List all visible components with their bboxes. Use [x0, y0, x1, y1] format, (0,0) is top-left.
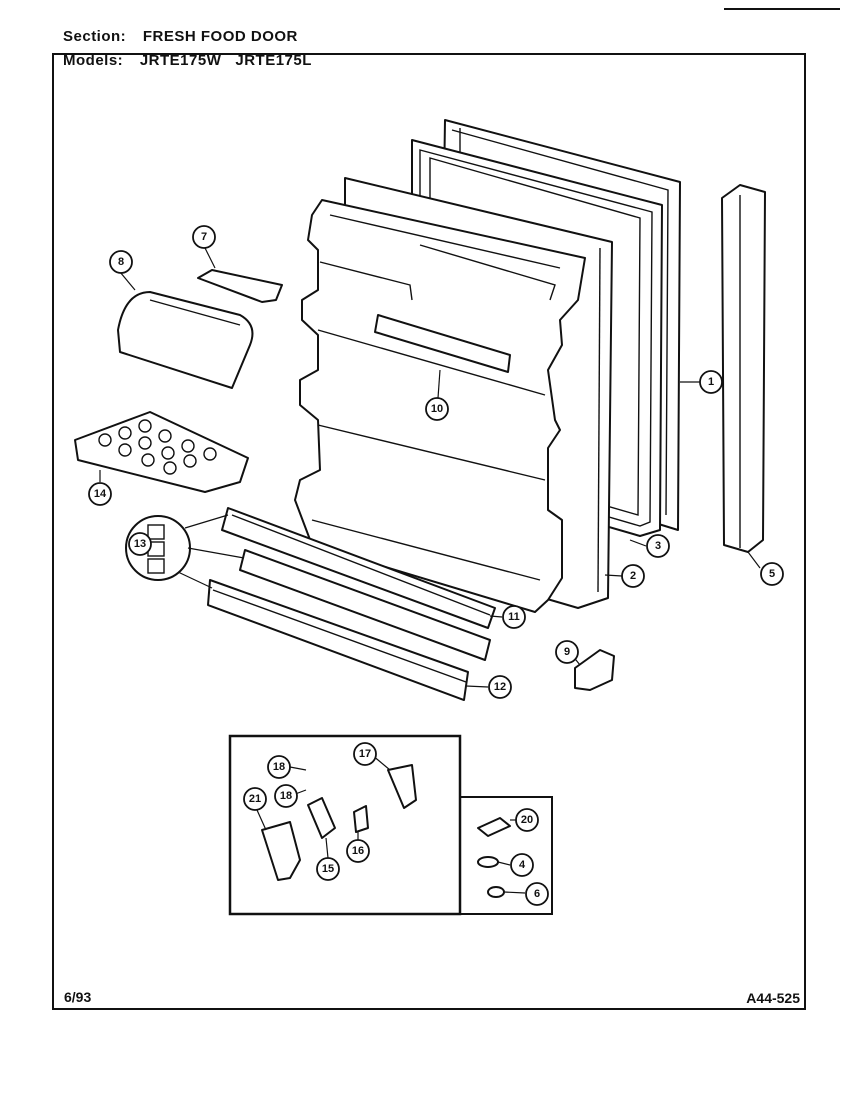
hinge-pin-16 [353, 805, 369, 833]
callout-18-top: 18 [267, 755, 291, 779]
callout-4: 4 [510, 853, 534, 877]
section-label: Section: [63, 28, 127, 45]
callout-16-label: 16 [352, 845, 364, 857]
callout-5: 5 [760, 562, 784, 586]
section-heading: Section: FRESH FOOD DOOR [63, 28, 298, 45]
callout-11-label: 11 [508, 611, 520, 623]
callout-13-label: 13 [134, 538, 146, 550]
callout-10: 10 [425, 397, 449, 421]
callout-21: 21 [243, 787, 267, 811]
callout-9-label: 9 [564, 646, 570, 658]
callout-18b-label: 18 [280, 790, 292, 802]
callout-20-label: 20 [521, 814, 533, 826]
hinge-part-21 [261, 821, 301, 881]
callout-12: 12 [488, 675, 512, 699]
diagram-frame [52, 53, 806, 1010]
dairy-door [117, 291, 254, 389]
hardware-inset-box [228, 734, 462, 916]
leader-lines [99, 247, 761, 894]
revision-date: 6/93 [64, 989, 92, 1005]
cap-4 [477, 856, 499, 868]
models-label: Models: [63, 52, 124, 69]
callout-21-label: 21 [249, 793, 261, 805]
callout-9: 9 [555, 640, 579, 664]
callout-14-label: 14 [94, 488, 107, 500]
callout-6: 6 [525, 882, 549, 906]
callout-5-label: 5 [769, 568, 775, 580]
shelf-bar-12 [207, 579, 469, 701]
callout-14: 14 [88, 482, 112, 506]
shelf-bar-middle [239, 549, 491, 661]
callout-1: 1 [699, 370, 723, 394]
hardware-inset-box-2 [456, 796, 553, 915]
callout-2-label: 2 [630, 570, 636, 582]
callout-18-bottom: 18 [274, 784, 298, 808]
callout-11: 11 [502, 605, 526, 629]
door-shelf-retainer-10 [374, 314, 511, 373]
diagram-code: A44-525 [746, 990, 800, 1006]
hinge-plate-17 [387, 764, 417, 809]
callout-4-label: 4 [519, 859, 526, 871]
models-value: JRTE175W JRTE175L [139, 52, 312, 69]
callout-15: 15 [316, 857, 340, 881]
callout-3: 3 [646, 534, 670, 558]
hinge-part-15 [307, 797, 336, 839]
callout-1-label: 1 [708, 376, 714, 388]
callout-6-label: 6 [534, 888, 540, 900]
callout-8-label: 8 [118, 256, 124, 268]
section-value: FRESH FOOD DOOR [142, 28, 298, 45]
callout-7: 7 [192, 225, 216, 249]
callout-17-label: 17 [359, 748, 371, 760]
callout-12-label: 12 [494, 681, 506, 693]
top-rule [724, 8, 840, 10]
callout-17: 17 [353, 742, 377, 766]
callout-20: 20 [515, 808, 539, 832]
egg-tray [74, 411, 249, 493]
hinge-bracket-9 [574, 649, 615, 691]
callout-18a-label: 18 [273, 761, 285, 773]
callout-10-label: 10 [431, 403, 443, 415]
door-handle-5 [721, 184, 766, 553]
dairy-handle [197, 269, 283, 303]
screw-6 [487, 886, 505, 898]
shelf-bar-11 [221, 507, 496, 629]
models-heading: Models: JRTE175W JRTE175L [63, 52, 312, 69]
callout-16: 16 [346, 839, 370, 863]
callout-2: 2 [621, 564, 645, 588]
fastener-20 [477, 817, 511, 837]
callout-3-label: 3 [655, 540, 661, 552]
callout-15-label: 15 [322, 863, 334, 875]
callout-8: 8 [109, 250, 133, 274]
callout-7-label: 7 [201, 231, 207, 243]
callout-13: 13 [128, 532, 152, 556]
